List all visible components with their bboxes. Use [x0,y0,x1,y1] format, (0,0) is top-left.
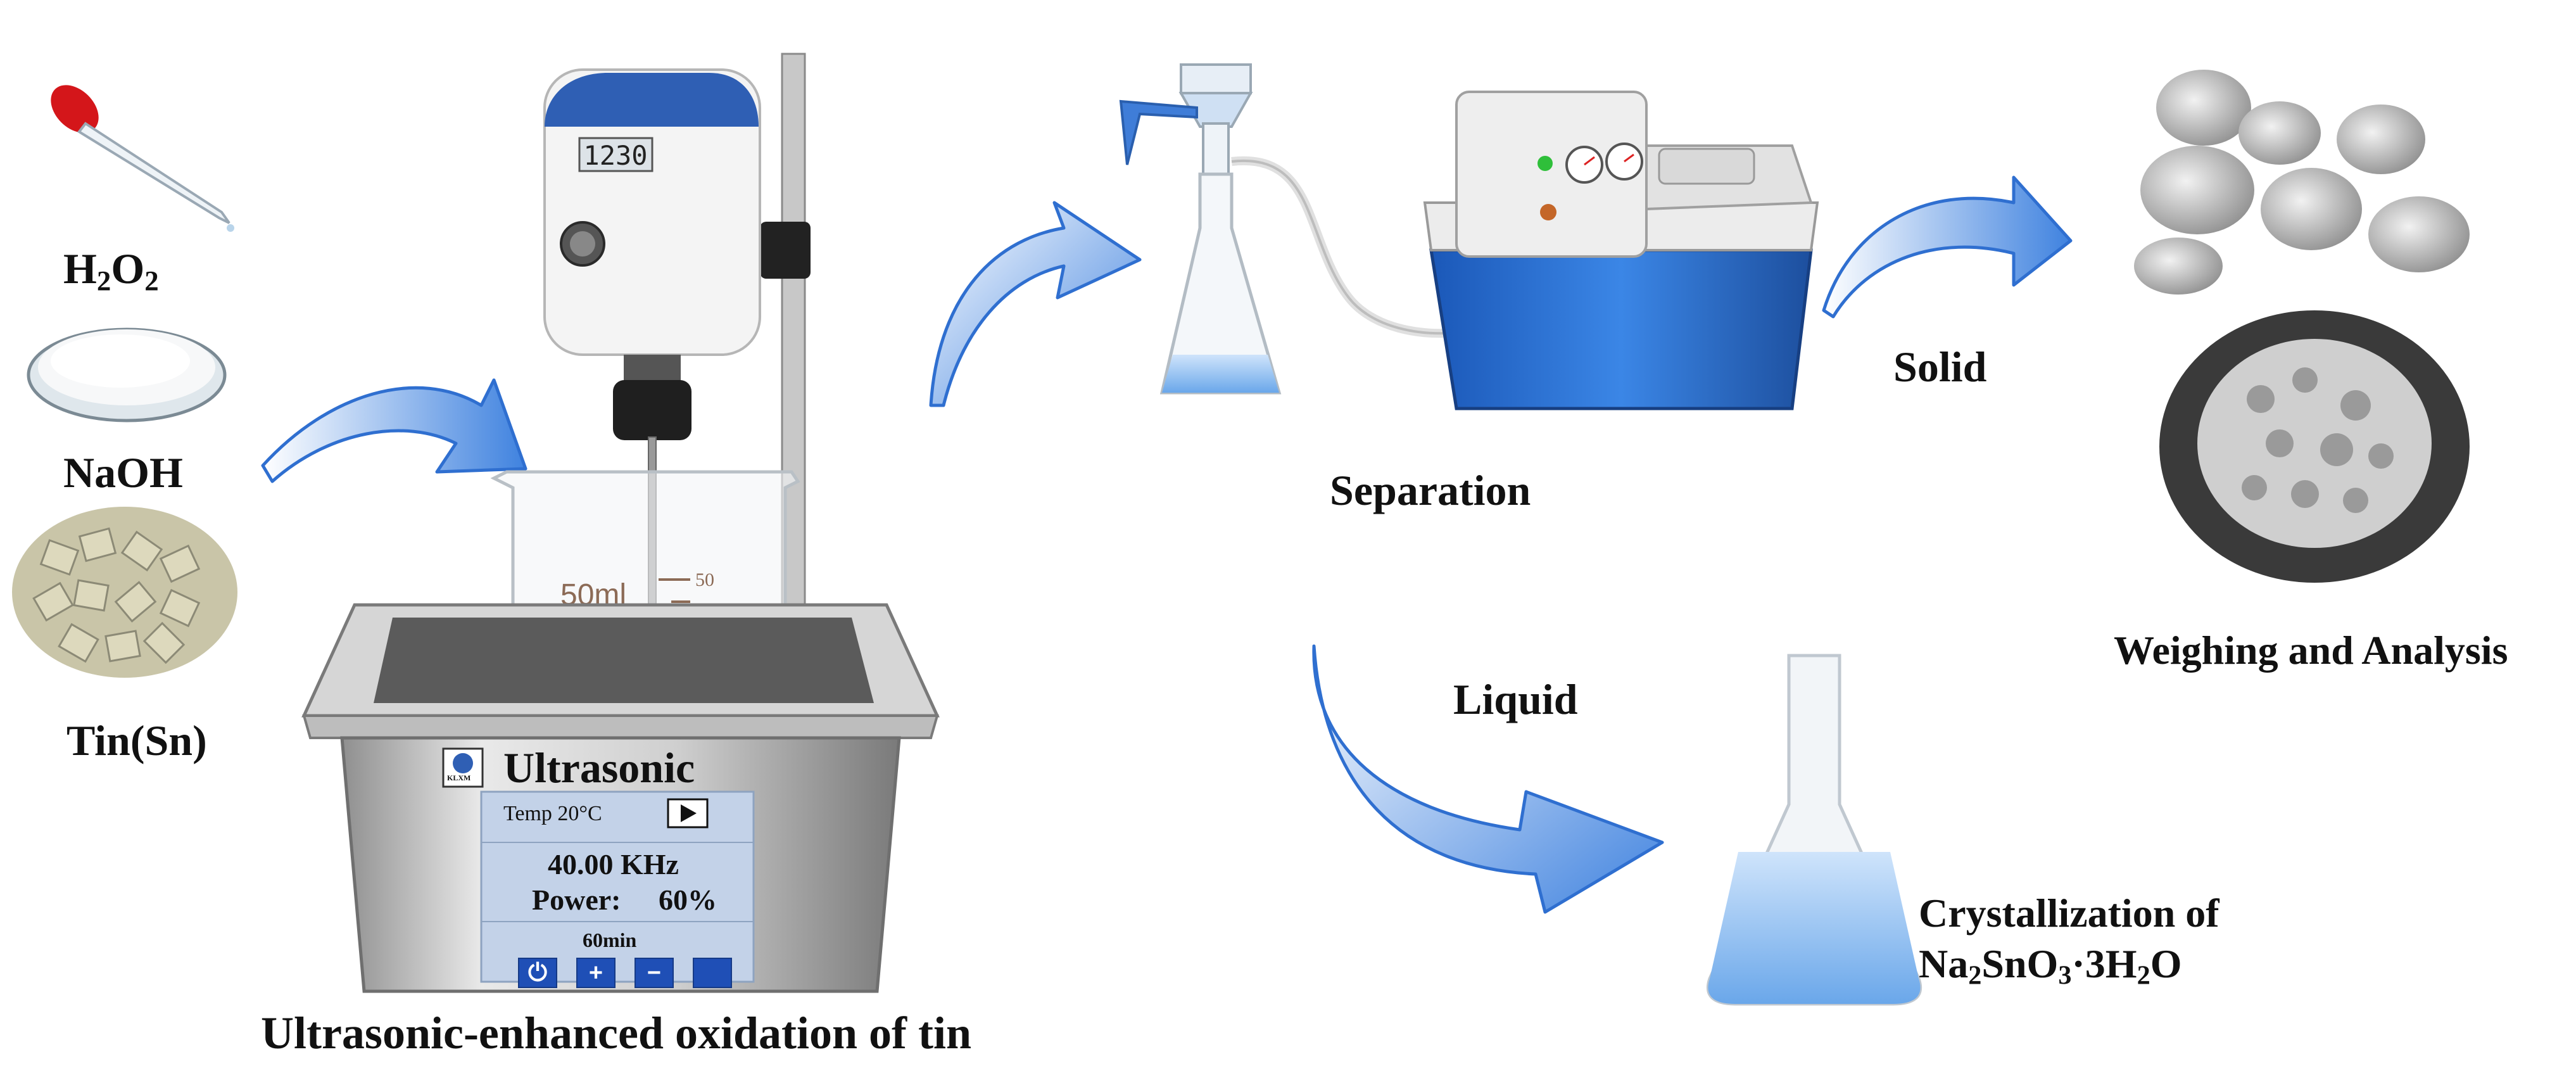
oxidation-caption: Ultrasonic-enhanced oxidation of tin [261,1008,972,1058]
arrow-to-bath-icon [261,378,527,483]
brand-mark: KLXM [447,773,471,782]
solid-label: Solid [1893,343,1987,391]
device-title: Ultrasonic [503,744,695,792]
frequency-readout: 40.00 KHz [548,848,679,880]
naoh-powder-icon [27,327,227,422]
weighing-label: Weighing and Analysis [2114,628,2508,673]
minus-button[interactable]: − [635,958,674,988]
naoh-label: NaOH [63,448,183,497]
h2o2-label: H2O2 [63,244,159,297]
power-value: 60% [659,884,717,916]
vacuum-pump-icon [1423,91,1819,410]
crystallization-label: Crystallization of [1919,891,2219,936]
power-label: Power: [532,884,621,916]
arrow-liquid-icon [1312,644,1664,914]
dropper-icon [51,85,234,232]
blank-button[interactable] [693,958,732,988]
time-readout: 60min [583,929,637,951]
tin-pieces-icon [12,507,237,678]
temp-readout: Temp 20°C [503,802,602,825]
liquid-label: Liquid [1453,675,1578,723]
power-button[interactable]: ⏻ [518,958,557,988]
plus-button[interactable]: + [576,958,616,988]
separation-label: Separation [1330,466,1531,514]
filtration-flask-icon [1119,63,1625,395]
crystallization-flask-icon [1706,654,1923,1006]
stirrer-display: 1230 [583,140,647,171]
tin-foam-pieces-icon [2134,70,2470,295]
tin-foam-sample-icon [2159,310,2470,583]
tin-label: Tin(Sn) [66,716,207,765]
ultrasonic-bath-icon [301,603,940,993]
beaker-mark-50: 50 [695,569,714,590]
arrow-to-separation-icon [929,201,1142,407]
arrow-solid-icon [1822,175,2073,319]
sodium-stannate-formula: Na2SnO3·3H2O [1919,941,2182,991]
